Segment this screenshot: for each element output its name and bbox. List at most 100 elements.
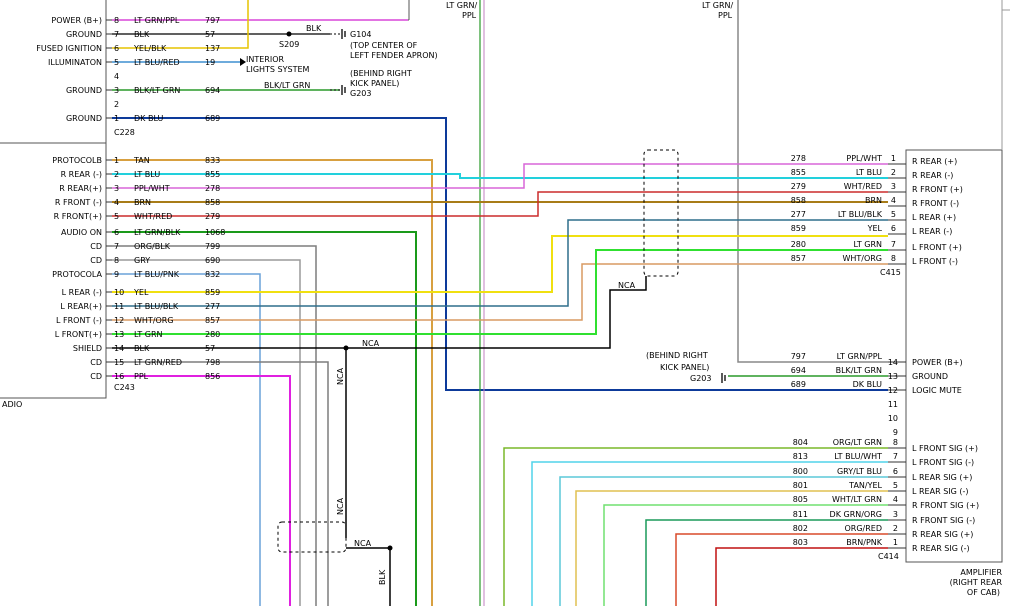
radio-c243-circuit-number: 858 [205, 198, 220, 207]
radio-c243-function-label: PROTOCOLA [52, 270, 102, 279]
radio-c243-wire-color: LT GRN/RED [134, 358, 182, 367]
radio-c243-pin-number: 10 [114, 288, 124, 297]
nca-splice-dot [387, 545, 393, 551]
radio-c228-pin-number: 2 [114, 100, 119, 109]
g203-note: KICK PANEL) [350, 79, 399, 88]
radio-c243-pin-number: 16 [114, 372, 124, 381]
marks [240, 29, 726, 553]
radio-c243-pin-number: 15 [114, 358, 124, 367]
c414-pin-number: 8 [893, 438, 898, 447]
amp-power-wire-color: LT GRN/PPL [837, 352, 883, 361]
c415-circuit-number: 855 [791, 168, 806, 177]
radio-c243-circuit-number: 279 [205, 212, 220, 221]
wire-c414-signal [603, 504, 888, 606]
radio-c243-wire-color: LT BLU/BLK [134, 302, 179, 311]
g104-note: LEFT FENDER APRON) [350, 51, 438, 60]
wire-cd-799 [112, 245, 317, 606]
radio-c228-function-label: GROUND [66, 114, 102, 123]
wire-protocola [112, 273, 261, 606]
c414-wire-color: BRN/PNK [846, 538, 883, 547]
radio-c228-pin-number: 4 [114, 72, 119, 81]
radio-c243-function-label: R REAR (-) [61, 170, 102, 179]
amp-power-function-label: LOGIC MUTE [912, 386, 962, 395]
c415-function-label: R FRONT (+) [912, 185, 963, 194]
radio-c243-wire-color: TAN [133, 156, 150, 165]
radio-c228-pin-number: 5 [114, 58, 119, 67]
nca-label: NCA [354, 539, 372, 548]
shield-tube-upper [643, 149, 679, 277]
nca-vertical-label: NCA [336, 497, 345, 515]
wire-cd-798 [112, 361, 329, 606]
connector-c243-label: C243 [114, 383, 135, 392]
radio-c243-function-label: R FRONT(+) [54, 212, 102, 221]
radio-c243-function-label: L REAR (-) [62, 288, 102, 297]
amp-power-circuit-number: 694 [791, 366, 806, 375]
radio-c243-pin-number: 4 [114, 198, 119, 207]
c414-circuit-number: 804 [793, 438, 808, 447]
c415-pin-number: 4 [891, 196, 896, 205]
c414-pin-number: 5 [893, 481, 898, 490]
blk-vertical-label: BLK [378, 569, 387, 585]
radio-c228-function-label: POWER (B+) [51, 16, 102, 25]
radio-c228-wire-color: LT BLU/RED [134, 58, 180, 67]
radio-c243-pin-number: 13 [114, 330, 124, 339]
amp-ground-g203-symbol [721, 373, 726, 383]
c414-circuit-number: 802 [793, 524, 808, 533]
wire-r-rear-pos [112, 163, 888, 189]
nca-splice-dot [343, 345, 349, 351]
radio-c243-function-label: CD [90, 372, 102, 381]
wire-c414-signal [559, 476, 888, 606]
c415-pin-number: 3 [891, 182, 896, 191]
wires [106, 0, 906, 606]
c414-function-label: L REAR SIG (+) [912, 473, 972, 482]
g203-label: G203 [350, 89, 371, 98]
radio-c228-pin-number: 6 [114, 44, 119, 53]
amplifier-box [905, 149, 1003, 563]
radio-c228-circuit-number: 57 [205, 30, 215, 39]
c414-wire-color: ORG/RED [844, 524, 882, 533]
c414-function-label: L FRONT SIG (-) [912, 458, 974, 467]
amp-power-pin-number: 13 [888, 372, 898, 381]
c414-circuit-number: 801 [793, 481, 808, 490]
wire-r-rear-neg [112, 173, 888, 179]
c415-wire-color: LT GRN [853, 240, 882, 249]
c414-wire-color: LT BLU/WHT [834, 452, 882, 461]
c414-function-label: L FRONT SIG (+) [912, 444, 978, 453]
radio-c243-circuit-number: 57 [205, 344, 215, 353]
radio-c243-circuit-number: 690 [205, 256, 220, 265]
radio-c243-circuit-number: 856 [205, 372, 220, 381]
c415-wire-color: BRN [865, 196, 882, 205]
g203-wire-label: BLK/LT GRN [264, 81, 310, 90]
radio-c243-circuit-number: 857 [205, 316, 220, 325]
radio-c243-pin-number: 3 [114, 184, 119, 193]
c415-pin-number: 1 [891, 154, 896, 163]
radio-c228-pin-number: 8 [114, 16, 119, 25]
radio-c243-wire-color: BRN [134, 198, 151, 207]
amp-power-pin-number: 11 [888, 400, 898, 409]
amp-power-circuit-number: 797 [791, 352, 806, 361]
radio-c243-circuit-number: 278 [205, 184, 220, 193]
radio-c228-wire-color: BLK [134, 30, 150, 39]
c415-wire-color: WHT/ORG [842, 254, 882, 263]
radio-c243-wire-color: WHT/RED [134, 212, 172, 221]
radio-c243-circuit-number: 799 [205, 242, 220, 251]
radio-c243-pin-number: 6 [114, 228, 119, 237]
nca-vertical-label: NCA [336, 367, 345, 385]
amp-g203-note: (BEHIND RIGHT [646, 351, 708, 360]
c414-function-label: R REAR SIG (-) [912, 544, 970, 553]
radio-c243-pin-number: 1 [114, 156, 119, 165]
radio-c243-wire-color: GRY [134, 256, 150, 265]
c414-pin-number: 4 [893, 495, 898, 504]
c415-wire-color: PPL/WHT [846, 154, 882, 163]
connector-c415-label: C415 [880, 268, 901, 277]
radio-c243-function-label: R REAR(+) [59, 184, 102, 193]
c414-pin-number: 6 [893, 467, 898, 476]
radio-c228-wire-color: DK BLU [134, 114, 163, 123]
wire-l-rear-neg [112, 235, 888, 293]
amp-g203-note: KICK PANEL) [660, 363, 709, 372]
wire-c414-signal [675, 533, 888, 606]
nca-label: NCA [362, 339, 380, 348]
amp-power-function-label: POWER (B+) [912, 358, 963, 367]
c414-pin-number: 3 [893, 510, 898, 519]
